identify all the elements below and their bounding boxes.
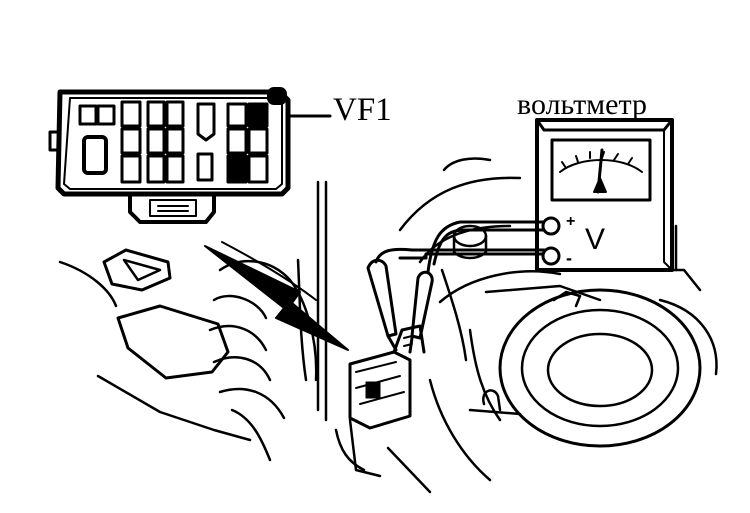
minus-terminal-label: - [566,248,572,268]
voltmeter [535,118,674,272]
connector-face [48,87,291,224]
connector-label: VF1 [333,92,392,128]
engine-linework [58,157,718,494]
meter-symbol-label: V [585,223,606,256]
plus-terminal-label: + [566,213,576,230]
meter-leads [398,220,546,274]
test-probe-right [408,270,434,354]
test-probe-left [366,247,414,352]
test-connector [348,324,426,430]
voltmeter-label: вольтметр [517,88,647,121]
